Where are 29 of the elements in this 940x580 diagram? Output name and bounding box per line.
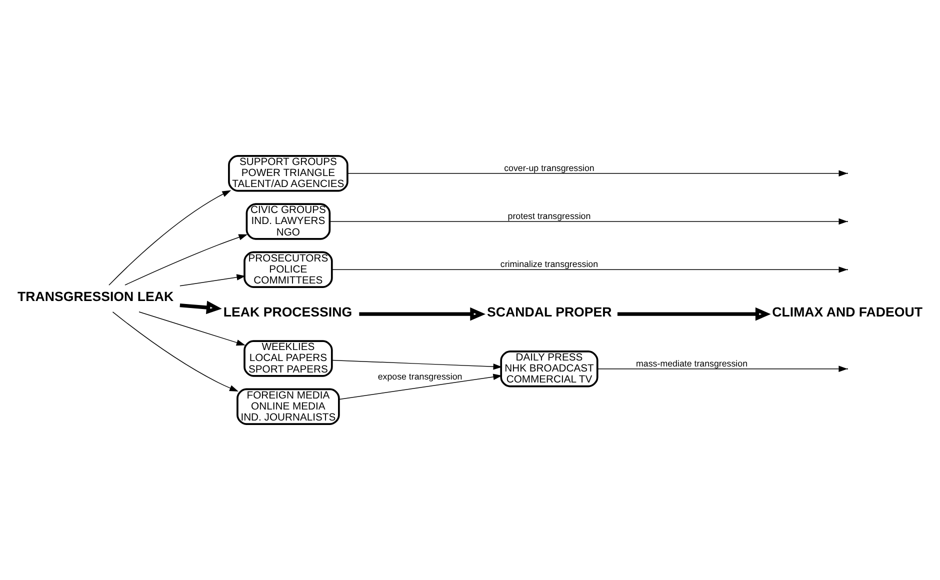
arrow bbox=[108, 190, 232, 286]
node-box: CIVIC GROUPS IND. LAWYERS NGO bbox=[246, 203, 331, 240]
arrow bbox=[180, 300, 222, 314]
node-text: SCANDAL PROPER bbox=[487, 304, 612, 320]
arrow bbox=[347, 170, 848, 176]
arrow bbox=[329, 218, 848, 225]
node-box: DAILY PRESS NHK BROADCAST COMMERCIAL TV bbox=[500, 350, 598, 388]
arrow bbox=[112, 312, 238, 392]
edge-label: mass-mediate transgression bbox=[636, 358, 748, 368]
node-text: LEAK PROCESSING bbox=[223, 304, 352, 320]
arrow bbox=[359, 307, 486, 321]
arrow bbox=[597, 366, 848, 372]
arrow bbox=[617, 307, 771, 321]
node-box: FOREIGN MEDIA ONLINE MEDIA IND. JOURNALISTS bbox=[236, 388, 340, 425]
node-text: TRANSGRESSION LEAK bbox=[18, 289, 174, 304]
node-box: WEEKLIES LOCAL PAPERS SPORT PAPERS bbox=[244, 340, 333, 377]
arrow bbox=[124, 234, 248, 286]
arrow bbox=[332, 266, 848, 273]
arrow bbox=[338, 374, 502, 400]
edge-label: expose transgression bbox=[378, 372, 462, 382]
node-text: CLIMAX AND FADEOUT bbox=[772, 304, 923, 320]
arrow bbox=[138, 312, 246, 346]
node-box: PROSECUTORS POLICE COMMITTEES bbox=[244, 251, 333, 288]
arrow bbox=[180, 274, 246, 286]
arrow bbox=[332, 360, 502, 370]
node-box: SUPPORT GROUPS POWER TRIANGLE TALENT/AD AGENCIES bbox=[228, 155, 348, 192]
edge-label: protest transgression bbox=[508, 210, 591, 221]
edge-label: cover-up transgression bbox=[504, 162, 594, 173]
edge-label: criminalize transgression bbox=[500, 259, 598, 270]
